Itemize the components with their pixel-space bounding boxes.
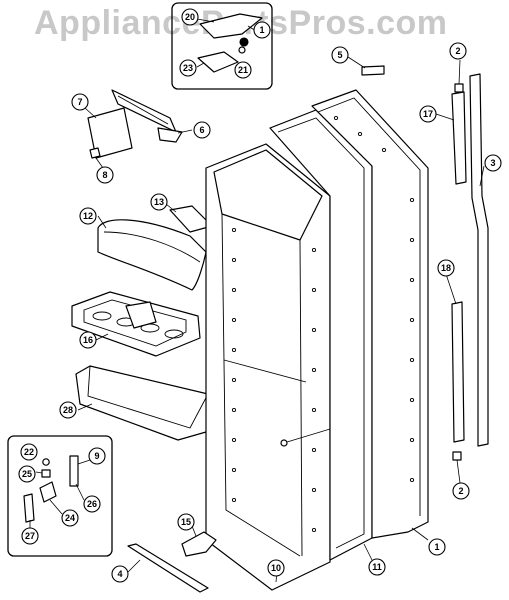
svg-text:6: 6 bbox=[199, 125, 204, 135]
svg-text:2: 2 bbox=[458, 486, 463, 496]
callout-25: 25 bbox=[18, 465, 36, 483]
callout-1-top: 1 bbox=[253, 21, 271, 39]
svg-text:18: 18 bbox=[441, 263, 451, 273]
svg-text:22: 22 bbox=[24, 447, 34, 457]
part-28-shape bbox=[75, 365, 209, 441]
part-15-shape bbox=[181, 531, 217, 557]
svg-text:25: 25 bbox=[22, 469, 32, 479]
svg-text:3: 3 bbox=[490, 158, 495, 168]
callout-24: 24 bbox=[61, 509, 79, 527]
callout-12: 12 bbox=[79, 207, 97, 225]
callout-23: 23 bbox=[179, 59, 197, 77]
svg-text:11: 11 bbox=[372, 562, 382, 572]
callout-21: 21 bbox=[234, 61, 252, 79]
svg-text:15: 15 bbox=[181, 517, 191, 527]
svg-text:2: 2 bbox=[455, 46, 460, 56]
part-7-6-assembly bbox=[84, 89, 193, 159]
svg-text:1: 1 bbox=[259, 25, 264, 35]
svg-text:12: 12 bbox=[83, 211, 93, 221]
callout-5: 5 bbox=[331, 46, 349, 64]
part-2-top-cap bbox=[454, 83, 464, 93]
callout-18: 18 bbox=[437, 259, 455, 277]
callout-22: 22 bbox=[20, 443, 38, 461]
callout-26: 26 bbox=[83, 495, 101, 513]
svg-text:9: 9 bbox=[94, 451, 99, 461]
lower-hinge-inset bbox=[7, 435, 113, 557]
part-17-shape bbox=[451, 91, 467, 185]
svg-text:17: 17 bbox=[423, 109, 433, 119]
part-3-shape bbox=[469, 73, 489, 447]
svg-text:23: 23 bbox=[183, 63, 193, 73]
part-5-shape bbox=[361, 65, 385, 76]
door-liner-part-10 bbox=[205, 143, 341, 591]
callout-13: 13 bbox=[150, 193, 168, 211]
hinge-plate-part bbox=[197, 51, 239, 73]
callout-15: 15 bbox=[177, 513, 195, 531]
part-8-shape bbox=[89, 147, 101, 159]
callout-1: 1 bbox=[428, 538, 446, 556]
svg-text:13: 13 bbox=[154, 197, 164, 207]
callout-3: 3 bbox=[484, 154, 502, 172]
svg-text:24: 24 bbox=[65, 513, 75, 523]
part-12-shape bbox=[97, 219, 207, 291]
svg-text:7: 7 bbox=[77, 97, 82, 107]
outer-door-part-1 bbox=[311, 89, 429, 539]
svg-text:27: 27 bbox=[25, 531, 35, 541]
callout-6: 6 bbox=[193, 121, 211, 139]
callout-16: 16 bbox=[79, 331, 97, 349]
part-16-shape bbox=[71, 291, 201, 357]
part-2-bottom-cap bbox=[452, 451, 462, 461]
hinge-washer-part bbox=[238, 46, 246, 54]
svg-text:28: 28 bbox=[63, 405, 73, 415]
callout-8: 8 bbox=[96, 166, 114, 184]
callout-22-top bbox=[239, 37, 249, 47]
svg-text:4: 4 bbox=[117, 569, 122, 579]
callout-17: 17 bbox=[419, 105, 437, 123]
callout-27: 27 bbox=[21, 527, 39, 545]
callout-28: 28 bbox=[59, 401, 77, 419]
svg-text:20: 20 bbox=[185, 12, 195, 22]
callout-7: 7 bbox=[71, 93, 89, 111]
svg-text:21: 21 bbox=[238, 65, 248, 75]
svg-text:10: 10 bbox=[271, 563, 281, 573]
callout-4: 4 bbox=[111, 565, 129, 583]
svg-text:5: 5 bbox=[337, 50, 342, 60]
part-18-shape bbox=[451, 301, 465, 443]
callout-2-top: 2 bbox=[449, 42, 467, 60]
callout-10: 10 bbox=[267, 559, 285, 577]
top-hinge-part bbox=[199, 13, 263, 39]
callout-2-bottom: 2 bbox=[452, 482, 470, 500]
svg-text:16: 16 bbox=[83, 335, 93, 345]
svg-text:1: 1 bbox=[434, 542, 439, 552]
callout-20: 20 bbox=[181, 8, 199, 26]
callouts: 20 1 23 21 5 2 7 6 17 3 8 13 12 18 16 28… bbox=[18, 8, 502, 583]
callout-11: 11 bbox=[368, 558, 386, 576]
callout-9: 9 bbox=[88, 447, 106, 465]
svg-text:26: 26 bbox=[87, 499, 97, 509]
svg-text:8: 8 bbox=[102, 170, 107, 180]
part-4-shape bbox=[127, 543, 209, 593]
